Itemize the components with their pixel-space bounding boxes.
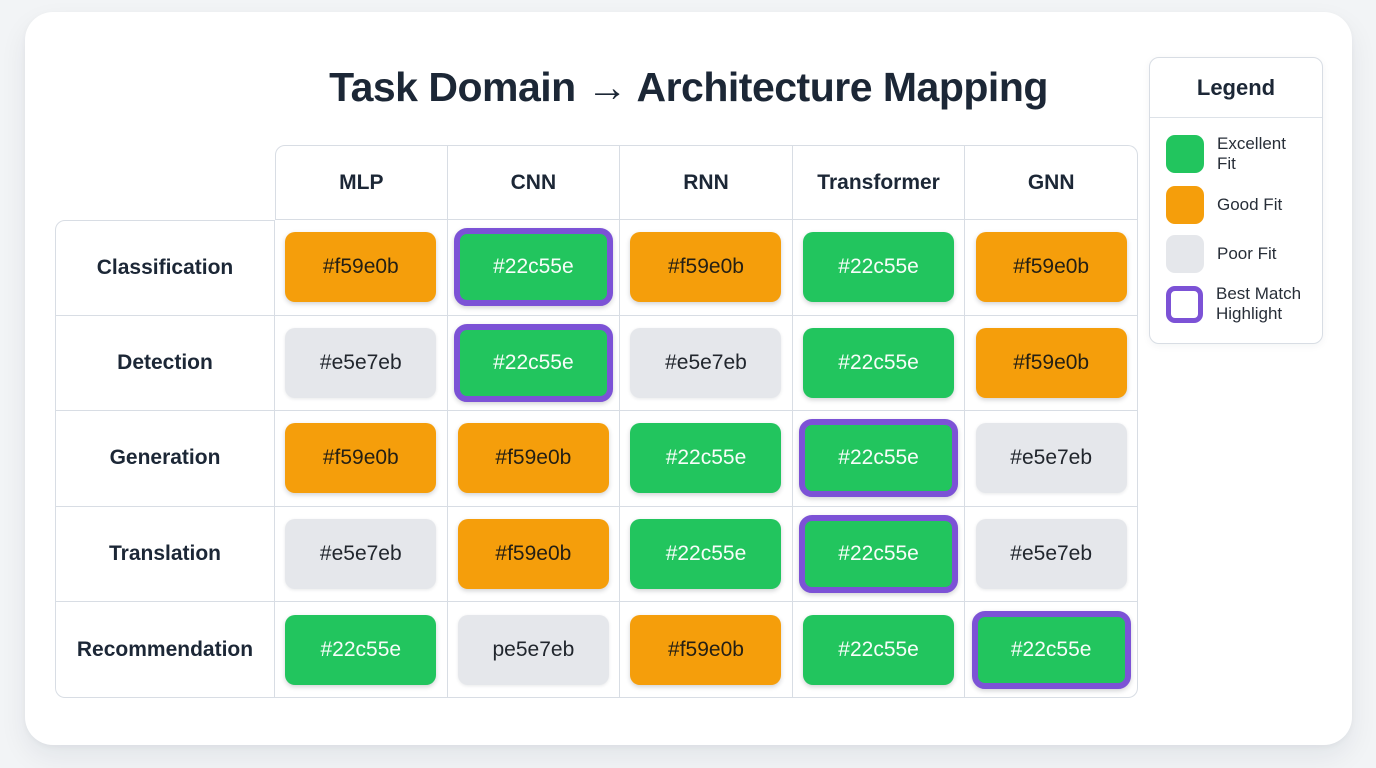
matrix-cell: #22c55e	[447, 315, 621, 412]
fit-chip: #22c55e	[971, 610, 1131, 689]
legend-item-best-match: Best Match Highlight	[1166, 284, 1308, 325]
matrix-cell: #f59e0b	[275, 411, 448, 507]
excellent-fit-swatch-icon	[1166, 135, 1204, 174]
fit-chip: #e5e7eb	[285, 327, 437, 398]
fit-chip: #22c55e	[630, 423, 782, 494]
fit-chip: #22c55e	[803, 232, 955, 303]
legend-item-poor-fit: Poor Fit	[1166, 234, 1308, 273]
column-header-transformer: Transformer	[792, 145, 966, 220]
fit-chip: #f59e0b	[630, 232, 782, 303]
best-match-swatch-icon	[1166, 285, 1203, 323]
row-label-generation: Generation	[55, 411, 275, 507]
matrix-cell: #f59e0b	[447, 411, 621, 507]
matrix-cell: #f59e0b	[620, 602, 793, 698]
fit-chip: #e5e7eb	[975, 519, 1127, 590]
legend-title: Legend	[1150, 58, 1322, 118]
legend-item-label: Best Match Highlight	[1216, 283, 1302, 324]
fit-chip: #f59e0b	[630, 614, 782, 685]
fit-chip: #e5e7eb	[285, 519, 437, 590]
matrix-cell: #f59e0b	[620, 220, 793, 316]
fit-chip: #f59e0b	[285, 232, 437, 303]
fit-chip: #22c55e	[799, 515, 959, 594]
matrix-cell: #22c55e	[620, 506, 793, 603]
row-label-translation: Translation	[55, 506, 275, 603]
matrix-cell: #f59e0b	[275, 220, 448, 316]
matrix-cell: #22c55e	[792, 602, 966, 698]
matrix-cell: #22c55e	[792, 506, 966, 603]
row-label-detection: Detection	[55, 315, 275, 412]
matrix-cell: #22c55e	[792, 220, 966, 316]
legend-item-label: Good Fit	[1217, 194, 1283, 214]
fit-chip: #22c55e	[453, 323, 613, 402]
matrix-cell: #22c55e	[965, 602, 1138, 698]
fit-chip: #22c55e	[630, 519, 782, 590]
matrix-cell: #22c55e	[792, 411, 966, 507]
legend-item-label: Poor Fit	[1217, 243, 1277, 263]
poor-fit-swatch-icon	[1166, 234, 1204, 273]
column-header-mlp: MLP	[275, 145, 448, 220]
fit-chip: #f59e0b	[285, 423, 437, 494]
fit-chip: #f59e0b	[457, 519, 609, 590]
row-label-classification: Classification	[55, 220, 275, 316]
row-label-recommendation: Recommendation	[55, 602, 275, 698]
matrix-cell: #f59e0b	[965, 315, 1138, 412]
matrix-cell: #22c55e	[792, 315, 966, 412]
fit-chip: #f59e0b	[457, 423, 609, 494]
fit-chip: #22c55e	[453, 228, 613, 307]
fit-chip: #e5e7eb	[630, 327, 782, 398]
matrix-cell: #22c55e	[275, 602, 448, 698]
page-title: Task Domain → Architecture Mapping	[329, 64, 1048, 110]
column-header-gnn: GNN	[965, 145, 1138, 220]
fit-chip: #22c55e	[803, 614, 955, 685]
matrix-cell: #22c55e	[620, 411, 793, 507]
column-header-rnn: RNN	[620, 145, 793, 220]
legend-item-excellent-fit: Excellent Fit	[1166, 134, 1308, 175]
good-fit-swatch-icon	[1166, 185, 1204, 224]
fit-chip: #22c55e	[285, 614, 437, 685]
legend-item-good-fit: Good Fit	[1166, 185, 1308, 224]
matrix-cell: #f59e0b	[447, 506, 621, 603]
table-corner-spacer	[55, 145, 275, 220]
legend-item-label: Excellent Fit	[1217, 134, 1286, 174]
matrix-cell: #e5e7eb	[275, 506, 448, 603]
matrix-cell: pe5e7eb	[447, 602, 621, 698]
fit-chip: #e5e7eb	[975, 423, 1127, 494]
matrix-cell: #f59e0b	[965, 220, 1138, 316]
matrix-cell: #22c55e	[447, 220, 621, 316]
matrix-cell: #e5e7eb	[275, 315, 448, 412]
fit-chip: #f59e0b	[975, 327, 1127, 398]
fit-chip: pe5e7eb	[457, 614, 609, 685]
fit-chip: #22c55e	[803, 327, 955, 398]
legend-panel: Legend Excellent Fit Good Fit Poor Fit B…	[1149, 57, 1323, 344]
fit-chip: #f59e0b	[975, 232, 1127, 303]
matrix-cell: #e5e7eb	[965, 506, 1138, 603]
matrix-cell: #e5e7eb	[620, 315, 793, 412]
column-header-cnn: CNN	[447, 145, 621, 220]
legend-items: Excellent Fit Good Fit Poor Fit Best Mat…	[1150, 118, 1322, 343]
matrix-cell: #e5e7eb	[965, 411, 1138, 507]
fit-chip: #22c55e	[799, 419, 959, 498]
